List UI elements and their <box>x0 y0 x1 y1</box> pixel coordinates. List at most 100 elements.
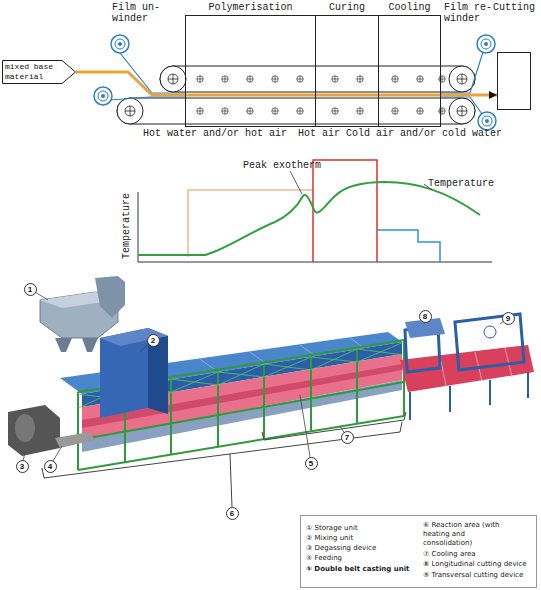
callout-number: 7 <box>341 431 354 444</box>
process-schematic <box>117 98 143 124</box>
support-rollers <box>297 108 303 114</box>
pentagon-shape <box>3 61 76 84</box>
callout-number: 2 <box>147 334 160 347</box>
process-schematic <box>94 87 112 105</box>
cutter-blade <box>484 326 496 338</box>
frame-braces <box>357 342 404 362</box>
support-rollers <box>222 108 228 114</box>
process-schematic <box>478 112 496 130</box>
process-schematic <box>477 35 495 53</box>
legend-entry: ④ Feeding <box>306 554 342 563</box>
legend-entry: ⑧ Longitudinal cutting device <box>423 560 527 569</box>
legend-box: ① Storage unit② Mixing unit③ Degassing d… <box>300 515 537 588</box>
temperature-curve <box>138 182 480 255</box>
zone-heading: Polymerisation <box>156 2 345 14</box>
frame-braces <box>311 349 357 370</box>
mixer-top <box>100 328 168 346</box>
green-frame <box>356 347 358 424</box>
conveyor-legs <box>489 380 491 405</box>
upper-belt <box>160 66 475 92</box>
support-rollers <box>417 108 423 114</box>
frame-braces <box>171 372 218 392</box>
green-frame <box>263 362 265 439</box>
support-rollers <box>197 76 445 114</box>
support-rollers <box>197 76 203 82</box>
brackets <box>42 422 402 478</box>
support-rollers <box>247 108 253 114</box>
hopper-outlet <box>55 338 72 352</box>
conveyor-legs <box>449 386 451 412</box>
lower-belt <box>117 98 475 124</box>
support-rollers <box>272 108 278 114</box>
zone-box: Polymerisation <box>185 15 316 127</box>
storage-tower <box>95 276 125 318</box>
film-unwinder-label: Film un-winder <box>112 2 170 24</box>
zone-box: Cooling <box>378 15 441 127</box>
support-rollers <box>272 76 278 82</box>
degassing-device <box>8 405 60 456</box>
process-schematic <box>160 66 186 92</box>
curve-label: Temperature <box>428 178 494 189</box>
support-rollers <box>222 76 228 82</box>
green-frame <box>78 416 404 470</box>
zone-medium-label: Hot air <box>298 128 340 139</box>
cooling-step <box>377 230 440 262</box>
axis-label: Temperature <box>121 193 132 259</box>
legend-entry: ① Storage unit <box>306 524 358 533</box>
support-rollers <box>439 76 445 82</box>
process-schematic <box>449 98 475 124</box>
callout-number: 4 <box>44 460 57 473</box>
callout-leaders <box>22 289 508 466</box>
support-rollers <box>247 76 253 82</box>
green-frame <box>170 377 172 455</box>
legend-entry: ⑨ Transversal cutting device <box>423 571 523 580</box>
frame-braces <box>218 364 264 385</box>
support-rollers <box>357 108 363 114</box>
curing-step <box>313 160 377 262</box>
zone-box: Curing <box>315 15 379 127</box>
legend-entry: ⑤ Double belt casting unit <box>306 565 409 574</box>
support-rollers <box>197 108 203 114</box>
film-lines <box>110 52 483 114</box>
callout-number: 6 <box>226 507 239 520</box>
callout-number: 3 <box>16 460 29 473</box>
support-rollers <box>392 76 398 82</box>
support-rollers <box>392 108 398 114</box>
callout-number: 9 <box>502 312 515 325</box>
legend-entry: ③ Degassing device <box>306 544 376 553</box>
green-frame <box>77 392 79 470</box>
hopper-outlet <box>82 338 98 352</box>
conveyor-legs <box>410 372 528 420</box>
brackets <box>262 412 406 440</box>
feeding-unit <box>55 432 95 448</box>
support-rollers <box>357 76 363 82</box>
support-rollers <box>439 108 445 114</box>
film-lines <box>120 53 185 93</box>
green-frame <box>217 370 219 447</box>
material-flow-line <box>76 72 185 95</box>
material-flow-line <box>441 94 497 97</box>
support-rollers <box>297 76 303 82</box>
plant-illustration <box>8 276 534 507</box>
brackets <box>230 454 232 507</box>
node-text: mixed base material <box>5 62 69 82</box>
polymerisation-step <box>188 190 313 257</box>
material-strip <box>185 94 441 97</box>
peak-label: Peak exotherm <box>243 160 321 171</box>
leader-line <box>290 171 302 194</box>
degassing-motor <box>15 414 35 442</box>
film-lines <box>441 97 482 114</box>
process-schematic <box>94 35 496 130</box>
film-lines <box>110 97 185 100</box>
film-rewinder-label: Film re-winder <box>444 2 502 24</box>
support-rollers <box>417 76 423 82</box>
conveyor-legs <box>409 392 411 420</box>
input-pentagon: mixed base material <box>2 60 76 84</box>
process-schematic <box>111 35 129 53</box>
chart-axes <box>138 192 492 262</box>
conveyor-legs <box>527 372 529 398</box>
callout-number: 1 <box>24 283 37 296</box>
